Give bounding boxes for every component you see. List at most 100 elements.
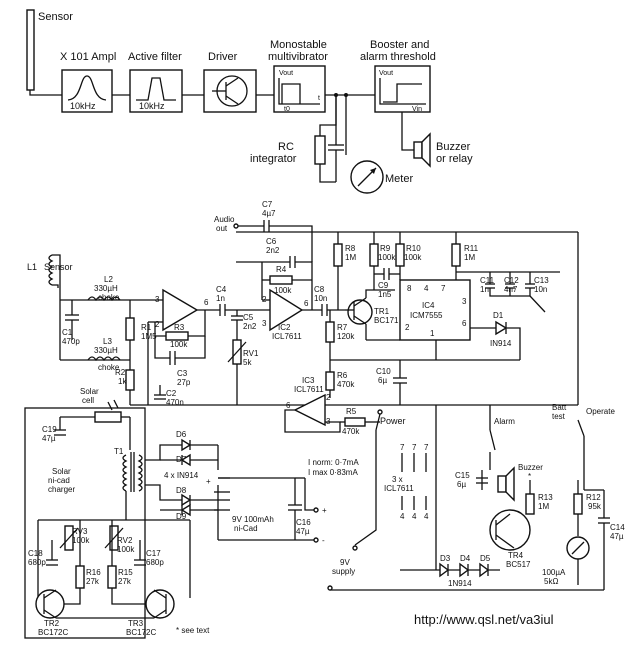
r10-label: R10 bbox=[406, 244, 421, 253]
block-filter-label: Active filter bbox=[128, 51, 182, 63]
ic-pin-bot-1: 4 bbox=[400, 512, 405, 521]
ic3-opamp bbox=[293, 393, 326, 427]
battery-plus: + bbox=[206, 477, 211, 486]
tr4-value: BC517 bbox=[506, 560, 531, 569]
r5-value: 470k bbox=[342, 427, 360, 436]
mono-axes bbox=[278, 78, 320, 105]
ic4-timer bbox=[399, 279, 471, 341]
alarm-switch[interactable] bbox=[489, 429, 496, 451]
alarm-label: Alarm bbox=[494, 417, 515, 426]
ic4-label: IC4 bbox=[422, 301, 435, 310]
c5-label: C5 bbox=[243, 313, 254, 322]
r15-resistor bbox=[107, 565, 117, 589]
r1-resistor bbox=[125, 317, 135, 341]
block-buzzer-line2: or relay bbox=[436, 153, 473, 165]
ic-pin-bot-2: 4 bbox=[412, 512, 417, 521]
buzzer-label: Buzzer bbox=[518, 463, 543, 472]
batt-test-label2: test bbox=[552, 412, 566, 421]
ic4-pin-8: 8 bbox=[407, 284, 412, 293]
block-filter-box bbox=[129, 69, 183, 113]
meter-label: 100µA bbox=[542, 568, 566, 577]
tr3-label: TR3 bbox=[128, 619, 144, 628]
r16-label: R16 bbox=[86, 568, 101, 577]
ic2-pin3: 3 bbox=[262, 319, 267, 328]
l2-value: 330µH bbox=[94, 284, 118, 293]
tr4-label: TR4 bbox=[508, 551, 524, 560]
block-ampl-box bbox=[61, 69, 113, 113]
c6-label: C6 bbox=[266, 237, 277, 246]
r12-resistor bbox=[573, 493, 583, 515]
r8-resistor bbox=[333, 243, 343, 267]
charger-label1: Solar bbox=[52, 467, 71, 476]
c12-label: C12 bbox=[504, 276, 519, 285]
current-norm: I norm: 0·7mA bbox=[308, 458, 359, 467]
audio-out-label2: out bbox=[216, 224, 228, 233]
rc-resistor bbox=[314, 135, 326, 165]
booster-axes bbox=[379, 78, 426, 105]
block-booster-vin: Vin bbox=[412, 106, 422, 113]
power-switch[interactable] bbox=[375, 413, 381, 431]
ic2-opamp bbox=[269, 288, 304, 332]
ic4-pin-1: 1 bbox=[430, 329, 435, 338]
c15-label: C15 bbox=[455, 471, 470, 480]
mode-switch[interactable] bbox=[577, 419, 585, 437]
ic3-pin6: 6 bbox=[286, 401, 291, 410]
d5-label: D5 bbox=[480, 554, 491, 563]
l3-value: 330µH bbox=[94, 346, 118, 355]
ic2-pin6: 6 bbox=[304, 299, 309, 308]
t1-secondary bbox=[137, 454, 143, 492]
r9-label: R9 bbox=[380, 244, 391, 253]
c16-value: 47µ bbox=[296, 527, 310, 536]
r13-resistor bbox=[525, 493, 535, 515]
block-booster-vout: Vout bbox=[379, 70, 393, 77]
block-diagram: Sensor X 101 Ampl 10kHz Active filter 10… bbox=[26, 9, 473, 194]
d1-value: IN914 bbox=[490, 339, 512, 348]
c4-label: C4 bbox=[216, 285, 227, 294]
ic-pin-top-3: 7 bbox=[424, 443, 429, 452]
d3-d5-value: 1N914 bbox=[448, 579, 472, 588]
c15-value: 6µ bbox=[457, 480, 466, 489]
c11-value: 1n bbox=[480, 285, 489, 294]
r8-value: 1M bbox=[345, 253, 356, 262]
r10-resistor bbox=[395, 243, 405, 267]
t1-label: T1 bbox=[114, 447, 124, 456]
r1-value: 1M5 bbox=[141, 332, 157, 341]
buzzer-icon bbox=[505, 466, 515, 502]
r7-resistor bbox=[325, 321, 335, 343]
ic-count-1: 3 x bbox=[392, 475, 403, 484]
mono-pulse bbox=[281, 83, 301, 104]
solar-cell-label: Solar bbox=[80, 387, 99, 396]
r7-label: R7 bbox=[337, 323, 348, 332]
r3-label: R3 bbox=[174, 323, 185, 332]
c4-value: 1n bbox=[216, 294, 225, 303]
supply-label: 9V bbox=[340, 558, 350, 567]
t1-primary bbox=[122, 454, 128, 492]
l2-label: L2 bbox=[104, 275, 113, 284]
c17-label: C17 bbox=[146, 549, 161, 558]
l3-choke bbox=[87, 356, 121, 362]
r13-label: R13 bbox=[538, 493, 553, 502]
bandpass-icon bbox=[67, 75, 107, 101]
ic1-opamp bbox=[162, 288, 199, 332]
tr2-label: TR2 bbox=[44, 619, 60, 628]
tr1-value: BC171 bbox=[374, 316, 399, 325]
r11-resistor bbox=[451, 243, 461, 267]
charger-frame bbox=[24, 407, 146, 639]
current-max: I max 0·83mA bbox=[308, 468, 358, 477]
rv3-value: 100k bbox=[72, 536, 90, 545]
charger-plus-terminal bbox=[313, 507, 319, 513]
c3-label: C3 bbox=[177, 369, 188, 378]
rv1-value: 5k bbox=[243, 358, 252, 367]
d6-label: D6 bbox=[176, 430, 187, 439]
r5-resistor bbox=[344, 417, 366, 427]
supply-plus-terminal bbox=[352, 545, 358, 551]
rv1-label: RV1 bbox=[243, 349, 259, 358]
tr1-label: TR1 bbox=[374, 307, 390, 316]
c14-value: 47µ bbox=[610, 532, 624, 541]
ic2-label: IC2 bbox=[278, 323, 291, 332]
block-ampl-label: X 101 Ampl bbox=[60, 51, 116, 63]
ic4-pin-6: 6 bbox=[462, 319, 467, 328]
c8-value: 10n bbox=[314, 294, 327, 303]
source-url: http://www.qsl.net/va3iul bbox=[414, 612, 554, 627]
solar-cell bbox=[94, 411, 122, 423]
